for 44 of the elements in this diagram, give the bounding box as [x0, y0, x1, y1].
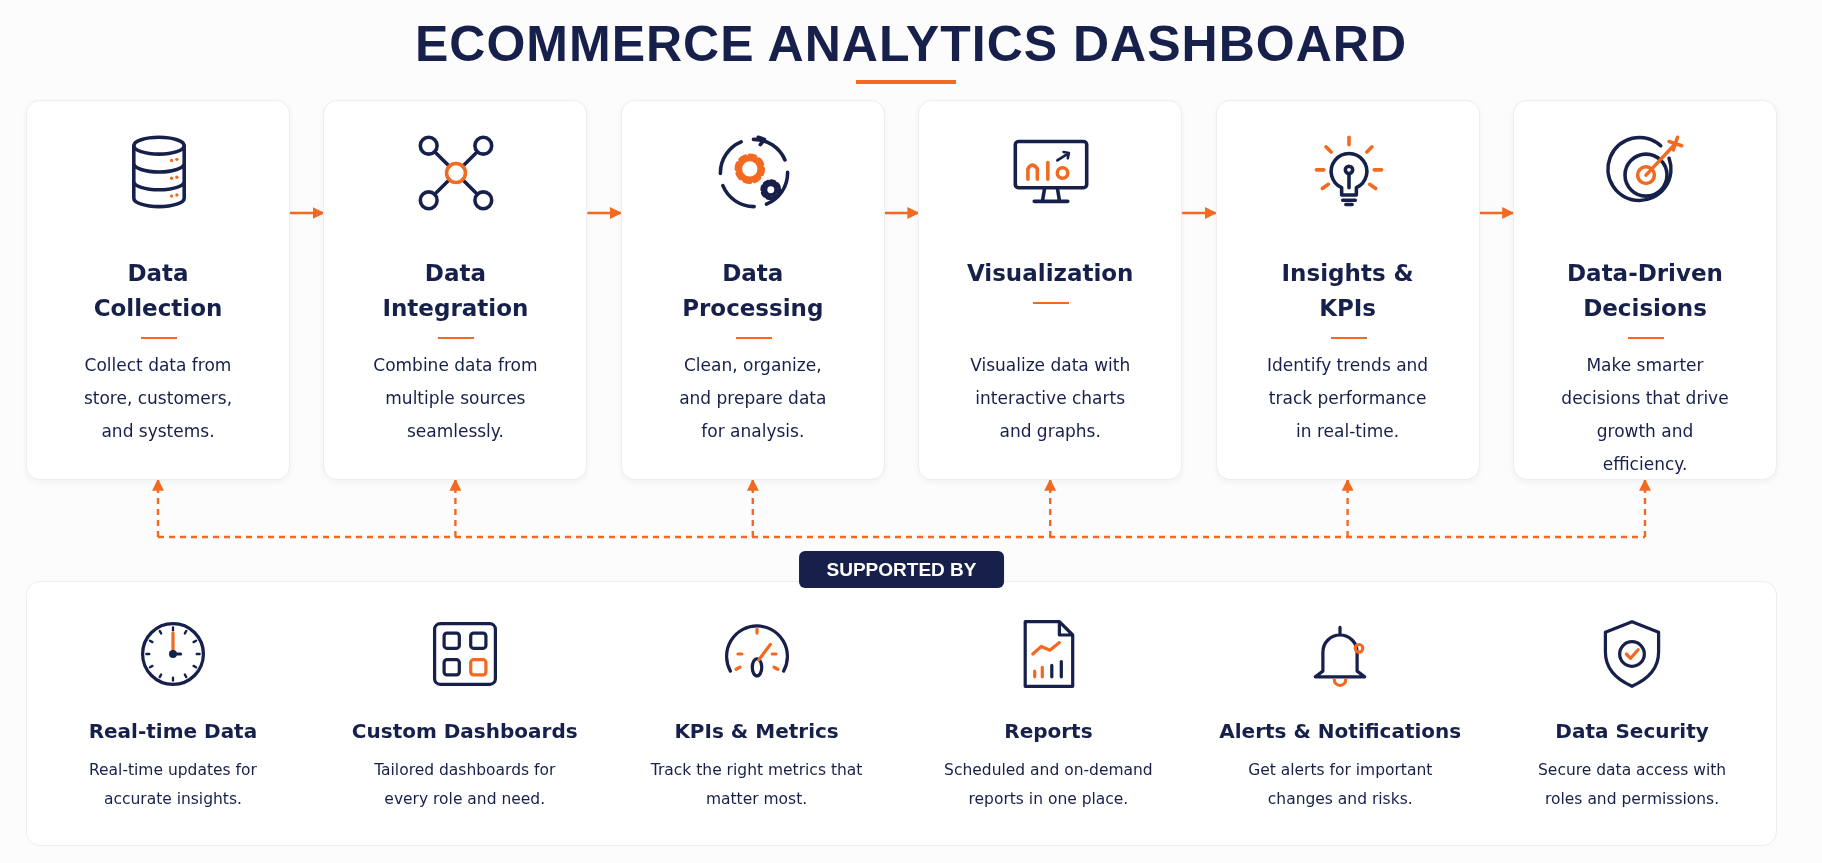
dashed-arrow [1639, 478, 1651, 537]
dashed-arrow [1341, 478, 1354, 537]
description: Tailored dashboards for every role and need. [373, 760, 557, 810]
step-title: Insights & KPIs [1280, 259, 1415, 323]
step-card [620, 100, 885, 480]
description: Combine data from multiple sources seamlessly. [372, 354, 539, 443]
description: Clean, organize, and prepare data for analysis. [678, 354, 828, 443]
step-title: Data Integration [381, 259, 530, 323]
step-title: Visualization [965, 259, 1135, 288]
arrow [1479, 207, 1515, 219]
feature-title: Alerts & Notifications [1218, 718, 1463, 745]
step-title: Data Processing [681, 259, 825, 323]
title: ECOMMERCE ANALYTICS DASHBOARD [415, 15, 1407, 74]
arrow [1182, 207, 1217, 219]
step-card [323, 100, 588, 480]
step-title: Data Collection [92, 259, 224, 323]
arrow [587, 207, 622, 219]
description: Real-time updates for accurate insights. [87, 760, 258, 810]
description: Visualize data with interactive charts and graphs. [969, 354, 1132, 443]
step-card [1215, 100, 1480, 480]
dashed-connector [158, 535, 1645, 539]
description: Secure data access with roles and permissions. [1537, 760, 1728, 810]
dashed-arrow [449, 478, 462, 537]
dashed-arrow [1044, 478, 1057, 537]
step-card [1513, 100, 1777, 480]
step-card [26, 100, 290, 480]
feature-title: Real-time Data [87, 718, 259, 745]
description: Collect data from store, customers, and systems. [82, 354, 234, 443]
feature-title: Custom Dashboards [350, 718, 579, 745]
feature-title: Data Security [1554, 718, 1710, 745]
step-title: Data-Driven Decisions [1566, 259, 1724, 323]
dashed-arrow [152, 478, 164, 537]
section-heading: SUPPORTED BY [798, 551, 1005, 588]
description: Get alerts for important changes and risks. [1247, 760, 1434, 810]
step-card [918, 100, 1183, 480]
feature-title: KPIs & Metrics [673, 718, 840, 745]
dashed-arrow [746, 478, 759, 537]
description: Make smarter decisions that drive growth and efficiency. [1560, 354, 1730, 476]
description: Identify trends and track performance in real-time. [1266, 354, 1430, 443]
feature-title: Reports [1003, 718, 1094, 745]
description: Track the right metrics that matter most. [650, 760, 863, 810]
description: Scheduled and on-demand reports in one place. [943, 760, 1154, 810]
arrow [884, 207, 920, 219]
arrow [290, 207, 325, 219]
